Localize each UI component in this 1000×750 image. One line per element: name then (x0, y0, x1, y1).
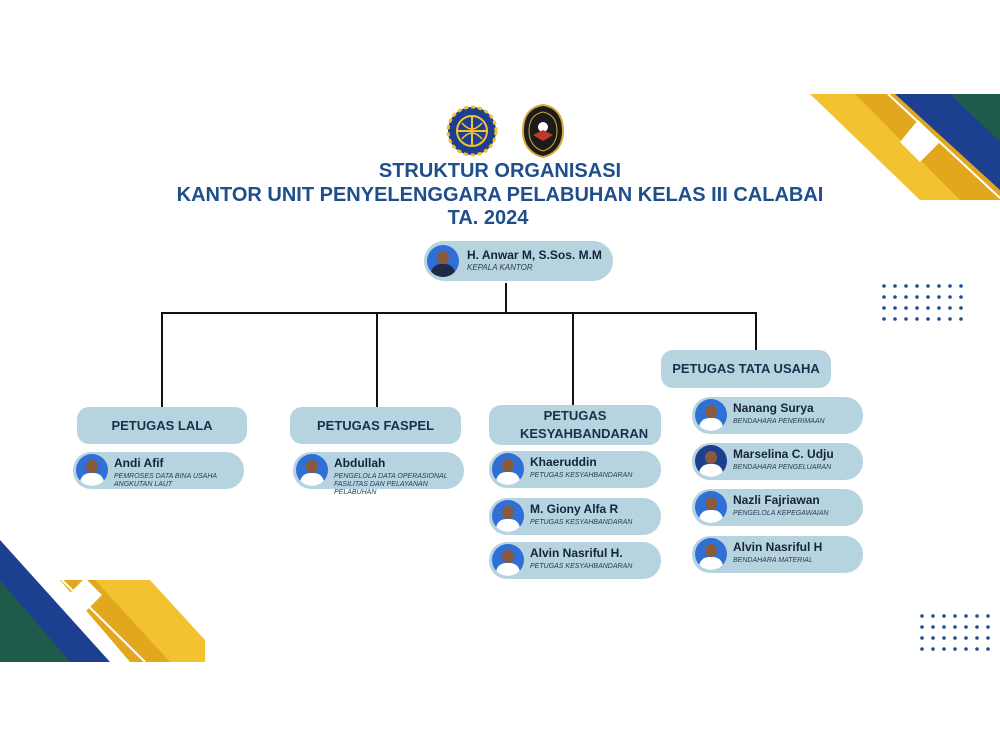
connector-kesyahbandaran (572, 312, 574, 408)
member-card: Nanang Surya BENDAHARA PENERIMAAN (692, 397, 863, 434)
member-name: Nazli Fajriawan (733, 493, 820, 507)
head-role: KEPALA KANTOR (467, 263, 533, 272)
connector-lala (161, 312, 163, 408)
member-card: Alvin Nasriful H. PETUGAS KESYAHBANDARAN (489, 542, 661, 579)
chart-title-line2: KANTOR UNIT PENYELENGGARA PELABUHAN KELA… (176, 184, 824, 206)
member-role: PETUGAS KESYAHBANDARAN (530, 472, 633, 479)
member-photo (492, 500, 524, 532)
member-card: Nazli Fajriawan PENGELOLA KEPEGAWAIAN (692, 489, 863, 526)
sea-transportation-emblem (521, 103, 565, 159)
member-name: Alvin Nasriful H (733, 540, 823, 554)
division-header-faspel: PETUGAS FASPEL (290, 407, 461, 444)
member-card: Alvin Nasriful H BENDAHARA MATERIAL (692, 536, 863, 573)
division-header-lala: PETUGAS LALA (77, 407, 247, 444)
member-photo (695, 399, 727, 431)
member-name: Andi Afif (114, 456, 164, 470)
connector-head-down (505, 283, 507, 314)
member-photo (76, 454, 108, 486)
chart-title-year: TA. 2024 (447, 207, 529, 229)
member-role: BENDAHARA PENGELUARAN (733, 464, 832, 471)
division-header-kesyahbandaran: PETUGAS KESYAHBANDARAN (489, 405, 661, 445)
member-photo (695, 445, 727, 477)
dot-grid-bottom-right (920, 614, 990, 651)
connector-faspel (376, 312, 378, 408)
head-card: H. Anwar M, S.Sos. M.M KEPALA KANTOR (424, 241, 613, 281)
member-photo (492, 453, 524, 485)
member-name: Abdullah (334, 456, 386, 470)
member-card: Abdullah PENGELOLA DATA OPERASIONAL FASI… (293, 452, 464, 496)
top-right-ribbon (810, 93, 1000, 200)
member-photo (492, 544, 524, 576)
member-role: PENGELOLA KEPEGAWAIAN (733, 510, 829, 517)
member-name: Nanang Surya (733, 401, 814, 415)
member-role: PETUGAS KESYAHBANDARAN (530, 563, 633, 570)
member-role: PENGELOLA DATA OPERASIONAL FASILITAS DAN… (334, 473, 448, 497)
member-role: BENDAHARA PENERIMAAN (733, 418, 825, 425)
member-role: BENDAHARA MATERIAL (733, 557, 813, 564)
dot-grid-right (882, 284, 963, 321)
member-name: Marselina C. Udju (733, 447, 834, 461)
member-photo (695, 491, 727, 523)
member-card: Andi Afif PEMROSES DATA BINA USAHA ANGKU… (73, 452, 244, 489)
member-name: M. Giony Alfa R (530, 502, 619, 516)
member-photo (296, 454, 328, 486)
bottom-left-ribbon (0, 540, 205, 662)
member-name: Khaeruddin (530, 455, 597, 469)
connector-tata-usaha (755, 312, 757, 350)
head-name: H. Anwar M, S.Sos. M.M (467, 248, 602, 262)
member-role: PEMROSES DATA BINA USAHA ANGKUTAN LAUT (114, 473, 217, 489)
member-card: M. Giony Alfa R PETUGAS KESYAHBANDARAN (489, 498, 661, 535)
member-card: Marselina C. Udju BENDAHARA PENGELUARAN (692, 443, 863, 480)
head-photo (427, 245, 459, 277)
ministry-of-transportation-logo (446, 105, 498, 157)
member-role: PETUGAS KESYAHBANDARAN (530, 519, 633, 526)
connector-horizontal (161, 312, 757, 314)
member-photo (695, 538, 727, 570)
division-header-tata-usaha: PETUGAS TATA USAHA (661, 350, 831, 388)
member-name: Alvin Nasriful H. (530, 546, 623, 560)
chart-title-line1: STRUKTUR ORGANISASI (378, 160, 622, 182)
member-card: Khaeruddin PETUGAS KESYAHBANDARAN (489, 451, 661, 488)
division-header-kesyahbandaran-label: PETUGAS KESYAHBANDARAN (520, 408, 649, 441)
